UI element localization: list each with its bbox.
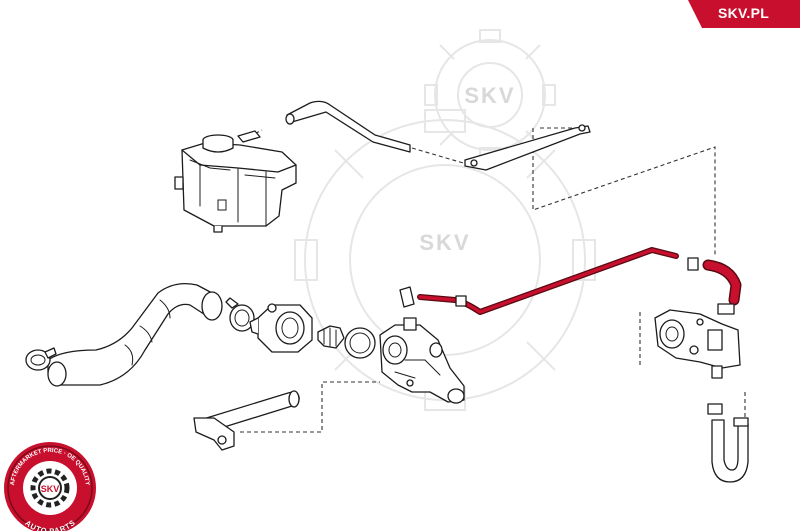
watermark-text-top: SKV [464, 83, 515, 108]
coolant-pipe [193, 390, 300, 451]
highlighted-coolant-hose [399, 247, 742, 315]
brand-tab[interactable]: SKV.PL [688, 0, 800, 28]
brand-tab-shape [688, 0, 800, 28]
hose-clamp-right [225, 297, 255, 332]
expansion-tank [174, 130, 297, 233]
badge-gear-icon [30, 468, 70, 508]
small-bypass-hose [707, 403, 749, 483]
radiator-hose-lower [47, 282, 223, 387]
water-outlet-flange [379, 317, 465, 404]
thermostat [317, 325, 376, 359]
hose-clamp-left [25, 347, 57, 371]
tank-bracket [464, 124, 591, 171]
watermark-text-center: SKV [419, 230, 470, 255]
water-pump-module [654, 303, 741, 379]
badge-center-text: SKV [41, 484, 60, 494]
skv-badge-logo: SKV AFTERMARKET PRICE · OE QUALITY AUTO … [4, 442, 96, 531]
brand-site-name: SKV.PL [718, 5, 770, 21]
overflow-hose [285, 100, 411, 153]
thermostat-housing [249, 303, 313, 353]
